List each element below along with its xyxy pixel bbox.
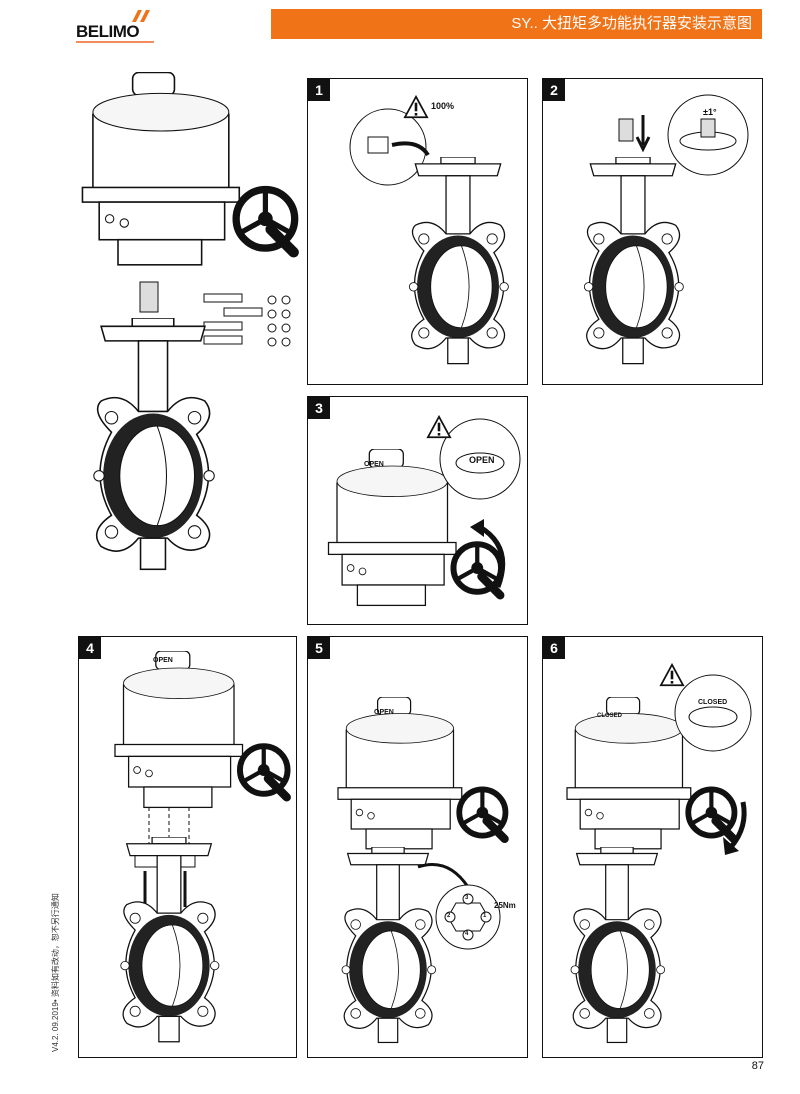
logo-underline [76, 41, 154, 43]
bolt-order-2: 2 [447, 913, 451, 919]
step-5-drawing [308, 637, 529, 1044]
step-2-panel: 2 ±1° [542, 78, 763, 385]
page-title: SY.. 大扭矩多功能执行器安装示意图 [271, 9, 762, 39]
warning-icon [403, 95, 429, 119]
closed-label: CLOSED [597, 713, 623, 719]
step-1-panel: 1 100% [307, 78, 528, 385]
step-2-drawing [583, 94, 749, 365]
step-6-drawing [543, 663, 752, 1044]
step-4-drawing [79, 637, 298, 1043]
step-number: 4 [79, 637, 101, 659]
angle-tolerance-label: ±1° [703, 107, 717, 117]
step-5-panel: 5 OPEN 25Nm 1 2 3 4 [307, 636, 528, 1058]
torque-label: 100% [431, 101, 455, 111]
bolt-order-4: 4 [465, 931, 469, 937]
belimo-logo: BELIMO [76, 10, 154, 43]
open-label: OPEN [153, 657, 173, 664]
bolt-order-1: 1 [483, 913, 487, 919]
step-number: 1 [308, 79, 330, 101]
revision-note: V4.2. 09.2019• 资料如有改动，恕不另行通知 [51, 893, 60, 1052]
step-number: 6 [543, 637, 565, 659]
step-number: 3 [308, 397, 330, 419]
warning-icon [659, 663, 685, 687]
step-number: 2 [543, 79, 565, 101]
bolt-order-3: 3 [465, 895, 469, 901]
overview-illustration [72, 72, 302, 592]
logo-stripes-icon [132, 10, 150, 22]
torque-label: 25Nm [494, 901, 516, 910]
warning-icon [426, 415, 452, 439]
step-number: 5 [308, 637, 330, 659]
open-label: OPEN [364, 461, 384, 468]
closed-label-detail: CLOSED [698, 699, 728, 706]
step-1-drawing [349, 95, 510, 365]
step-3-drawing [308, 415, 521, 626]
brand-name: BELIMO [76, 22, 140, 41]
open-label-detail: OPEN [469, 455, 495, 465]
step-6-panel: 6 CLOSED CLOSED [542, 636, 763, 1058]
step-4-panel: 4 OPEN [78, 636, 297, 1058]
actuator-valve-exploded-drawing [72, 72, 302, 571]
step-3-panel: 3 OPEN OPEN [307, 396, 528, 625]
open-label: OPEN [374, 709, 394, 716]
page-number: 87 [751, 1060, 764, 1072]
